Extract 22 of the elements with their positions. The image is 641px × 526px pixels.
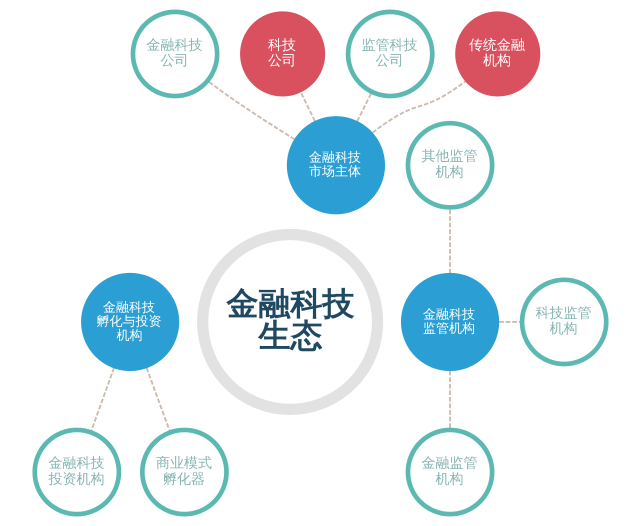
connector — [207, 80, 295, 140]
connector — [356, 92, 373, 122]
connector — [372, 80, 466, 134]
node-circle: 金融科技生态 — [197, 228, 384, 415]
node-circle: 金融科技监管机构 — [400, 272, 500, 372]
node-circle: 金融科技孵化与投资机构 — [81, 272, 180, 372]
connector — [146, 368, 172, 432]
node-circle: 金融科技公司 — [130, 10, 220, 98]
node-circle: 传统金融机构 — [455, 11, 540, 96]
connector — [300, 92, 316, 122]
node-circle: 金融监管机构 — [406, 428, 494, 516]
connector — [449, 207, 451, 274]
node-circle: 监管科技公司 — [346, 10, 435, 98]
node-circle: 金融科技投资机构 — [32, 428, 122, 516]
connector — [449, 370, 451, 430]
connector — [90, 368, 115, 432]
node-circle: 科技公司 — [240, 11, 326, 96]
node-circle: 金融科技市场主体 — [286, 116, 386, 214]
connector — [499, 321, 522, 323]
node-circle: 商业模式孵化器 — [140, 428, 229, 516]
node-circle: 其他监管机构 — [406, 120, 494, 210]
node-circle: 科技监管机构 — [520, 278, 609, 366]
